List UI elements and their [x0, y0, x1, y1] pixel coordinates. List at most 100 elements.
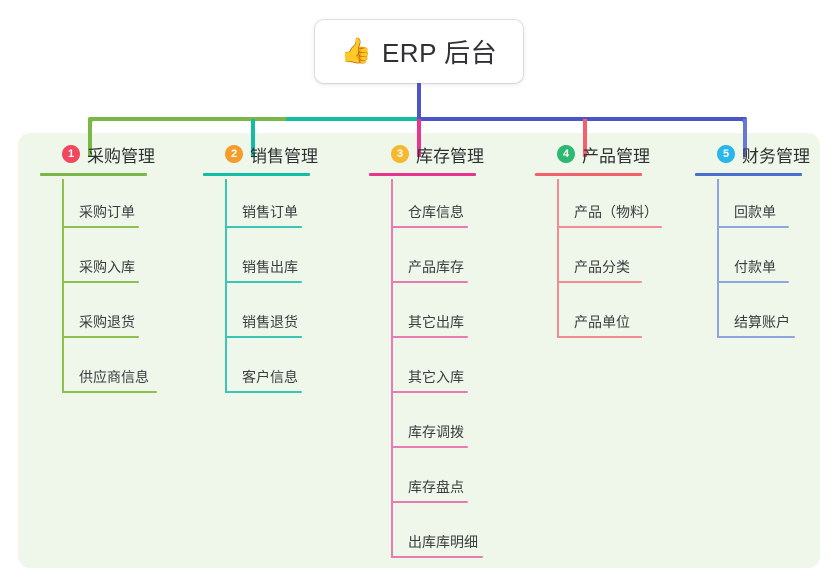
column-badge-3: 3 — [391, 145, 409, 163]
branch-drop-3 — [417, 119, 421, 157]
leaf-node-label: 仓库信息 — [408, 204, 464, 220]
leaf-node-rule — [225, 226, 302, 228]
column-header-5[interactable]: 5 财务管理 — [695, 141, 810, 167]
leaf-node-label: 结算账户 — [734, 314, 790, 330]
leaf-node-label: 回款单 — [734, 204, 776, 220]
leaf-node[interactable]: 采购退货 — [62, 313, 139, 338]
column-rule-3 — [369, 173, 476, 176]
leaf-node-rule — [225, 391, 302, 393]
leaf-node-rule — [391, 501, 468, 503]
leaf-node-rule — [62, 281, 139, 283]
thumbs-up-icon: 👍 — [340, 37, 372, 65]
leaf-node-label: 采购入库 — [79, 259, 135, 275]
column-rule-5 — [695, 173, 802, 176]
leaf-node-label: 供应商信息 — [79, 369, 149, 385]
column-title-5: 财务管理 — [742, 146, 810, 166]
leaf-node-rule — [391, 556, 483, 558]
column-title-1: 采购管理 — [87, 146, 155, 166]
leaf-node-rule — [717, 281, 789, 283]
leaf-node[interactable]: 产品单位 — [557, 313, 642, 338]
leaf-node[interactable]: 销售订单 — [225, 203, 302, 228]
leaf-node-rule — [557, 226, 662, 228]
column-header-1[interactable]: 1 采购管理 — [40, 141, 155, 167]
leaf-node-rule — [62, 226, 139, 228]
leaf-node-label: 采购订单 — [79, 204, 135, 220]
leaf-node[interactable]: 客户信息 — [225, 368, 302, 393]
leaf-node-label: 产品库存 — [408, 259, 464, 275]
root-node-title: ERP 后台 — [381, 38, 498, 68]
leaf-node-label: 其它入库 — [408, 369, 464, 385]
column-rule-2 — [203, 173, 310, 176]
bus-segment-teal — [286, 117, 417, 121]
bus-segment-blue — [417, 117, 747, 121]
leaf-node-label: 库存调拨 — [408, 424, 464, 440]
leaf-node-label: 销售出库 — [242, 259, 298, 275]
leaf-node-rule — [557, 281, 642, 283]
leaf-node[interactable]: 其它出库 — [391, 313, 468, 338]
leaf-node-rule — [717, 226, 789, 228]
column-rule-4 — [535, 173, 642, 176]
column-5: 5 财务管理回款单付款单结算账户 — [695, 141, 810, 338]
leaf-node-rule — [717, 336, 795, 338]
leaf-node-rule — [391, 226, 468, 228]
leaf-node[interactable]: 库存调拨 — [391, 423, 468, 448]
leaf-node-label: 付款单 — [734, 259, 776, 275]
column-spine-5 — [717, 179, 719, 338]
root-node-card[interactable]: 👍 ERP 后台 — [315, 20, 523, 83]
column-badge-5: 5 — [717, 145, 735, 163]
column-spine-1 — [62, 179, 64, 393]
leaf-node[interactable]: 销售退货 — [225, 313, 302, 338]
leaf-node[interactable]: 出库库明细 — [391, 533, 483, 558]
leaf-node-rule — [557, 336, 642, 338]
leaf-node[interactable]: 产品（物料） — [557, 203, 662, 228]
root-node-inner: 👍 ERP 后台 — [341, 33, 497, 70]
leaf-node-label: 产品单位 — [574, 314, 630, 330]
leaf-node-rule — [391, 281, 468, 283]
column-spine-2 — [225, 179, 227, 393]
column-1: 1 采购管理采购订单采购入库采购退货供应商信息 — [40, 141, 157, 393]
leaf-node[interactable]: 其它入库 — [391, 368, 468, 393]
leaf-node-rule — [391, 391, 468, 393]
leaf-node-rule — [62, 391, 157, 393]
leaf-node-label: 采购退货 — [79, 314, 135, 330]
leaf-node[interactable]: 付款单 — [717, 258, 789, 283]
leaf-node-label: 销售退货 — [242, 314, 298, 330]
leaf-node[interactable]: 产品库存 — [391, 258, 468, 283]
leaf-node-label: 出库库明细 — [408, 534, 478, 550]
leaf-node-rule — [391, 336, 468, 338]
branch-drop-2 — [251, 119, 255, 157]
leaf-node[interactable]: 销售出库 — [225, 258, 302, 283]
leaf-node[interactable]: 结算账户 — [717, 313, 795, 338]
bus-segment-green — [88, 117, 286, 121]
column-title-4: 产品管理 — [582, 146, 650, 166]
branch-drop-5 — [743, 119, 747, 157]
leaf-node-label: 销售订单 — [242, 204, 298, 220]
column-spine-3 — [391, 179, 393, 558]
leaf-node[interactable]: 仓库信息 — [391, 203, 468, 228]
leaf-node[interactable]: 采购入库 — [62, 258, 139, 283]
column-rule-1 — [40, 173, 147, 176]
leaf-node-label: 产品分类 — [574, 259, 630, 275]
leaf-node[interactable]: 产品分类 — [557, 258, 642, 283]
leaf-node-rule — [225, 336, 302, 338]
leaf-node[interactable]: 供应商信息 — [62, 368, 157, 393]
diagram-panel — [18, 133, 820, 568]
leaf-node-rule — [391, 446, 468, 448]
column-spine-4 — [557, 179, 559, 338]
leaf-node[interactable]: 采购订单 — [62, 203, 139, 228]
column-title-2: 销售管理 — [250, 146, 318, 166]
branch-drop-1 — [88, 119, 92, 157]
leaf-node[interactable]: 回款单 — [717, 203, 789, 228]
leaf-node-rule — [62, 336, 139, 338]
leaf-node-label: 库存盘点 — [408, 479, 464, 495]
leaf-node-label: 客户信息 — [242, 369, 298, 385]
leaf-node[interactable]: 库存盘点 — [391, 478, 468, 503]
leaf-node-rule — [225, 281, 302, 283]
column-badge-1: 1 — [62, 145, 80, 163]
